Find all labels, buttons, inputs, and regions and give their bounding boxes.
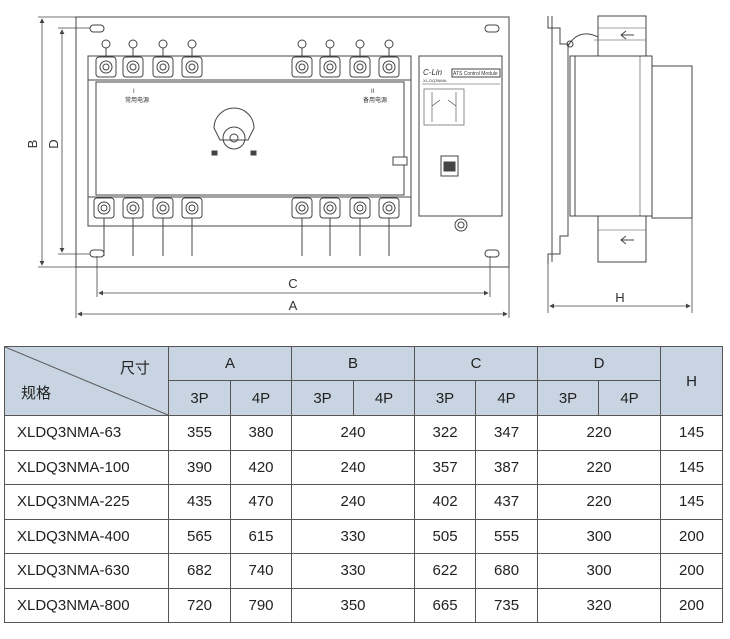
cell-b: 350	[291, 587, 416, 623]
source2-roman: II	[371, 89, 375, 95]
cell-b: 240	[291, 415, 416, 451]
cell-h: 200	[660, 518, 724, 554]
dimension-lines-front	[38, 16, 510, 318]
table-row: XLDQ3NMA-630 682 740 330 622 680 300 200	[4, 553, 724, 589]
subheader-a-4p: 4P	[229, 380, 293, 416]
module-model: XL-DQ3NMA	[423, 78, 447, 83]
dim-label-d: D	[46, 139, 61, 148]
mounting-holes	[89, 24, 500, 258]
side-arrows	[620, 30, 634, 245]
rating-plate	[392, 156, 408, 166]
cell-a-4p: 790	[229, 587, 293, 623]
header-size: 尺寸	[119, 360, 150, 377]
dim-label-a: A	[289, 298, 298, 313]
cell-h: 145	[660, 449, 724, 485]
cell-model: XLDQ3NMA-100	[4, 449, 169, 485]
subheader-c-4p: 4P	[475, 380, 539, 416]
cell-b: 240	[291, 449, 416, 485]
cell-d: 220	[537, 449, 662, 485]
cell-c-4p: 437	[475, 484, 539, 520]
header-group-a: A	[167, 346, 293, 381]
subheader-b-3p: 3P	[291, 380, 355, 416]
cell-d: 300	[537, 553, 662, 589]
subheader-d-3p: 3P	[537, 380, 600, 416]
cell-c-4p: 680	[475, 553, 539, 589]
cell-h: 145	[660, 484, 724, 520]
header-group-d: D	[537, 346, 662, 381]
cell-a-4p: 615	[229, 518, 293, 554]
cell-d: 220	[537, 484, 662, 520]
header-group-h: H	[660, 346, 724, 416]
dim-label-b: B	[25, 140, 40, 149]
cell-a-3p: 720	[168, 587, 231, 623]
cell-d: 300	[537, 518, 662, 554]
cell-model: XLDQ3NMA-63	[4, 415, 169, 451]
cell-a-4p: 380	[229, 415, 293, 451]
subheader-c-3p: 3P	[414, 380, 477, 416]
cell-model: XLDQ3NMA-225	[4, 484, 169, 520]
cell-model: XLDQ3NMA-630	[4, 553, 169, 589]
ats-control-module	[418, 55, 503, 232]
cell-c-4p: 347	[475, 415, 539, 451]
cell-d: 220	[537, 415, 662, 451]
cell-a-4p: 740	[229, 553, 293, 589]
dimension-lines-side	[547, 218, 693, 313]
cell-c-3p: 622	[414, 553, 477, 589]
technical-drawing: I 常用电源 II 备用电源 C-Lin ATS Control Module …	[25, 15, 693, 318]
cell-b: 240	[291, 484, 416, 520]
dim-label-c: C	[288, 276, 297, 291]
cell-c-3p: 665	[414, 587, 477, 623]
cell-c-4p: 735	[475, 587, 539, 623]
cell-a-4p: 470	[229, 484, 293, 520]
bottom-cables	[103, 218, 390, 256]
dim-label-h: H	[615, 290, 624, 305]
cell-h: 200	[660, 553, 724, 589]
cell-model: XLDQ3NMA-400	[4, 518, 169, 554]
subheader-b-4p: 4P	[353, 380, 416, 416]
dimension-table: 尺寸 规格 A B C D H 3P 4P 3P 4P 3P 4P 3P 4P …	[4, 346, 724, 623]
cell-c-3p: 402	[414, 484, 477, 520]
cell-a-4p: 420	[229, 449, 293, 485]
table-row: XLDQ3NMA-225 435 470 240 402 437 220 145	[4, 484, 724, 520]
table-row: XLDQ3NMA-400 565 615 330 505 555 300 200	[4, 518, 724, 554]
table-row: XLDQ3NMA-100 390 420 240 357 387 220 145	[4, 449, 724, 485]
cell-c-3p: 322	[414, 415, 477, 451]
side-view	[547, 15, 693, 264]
table-row: XLDQ3NMA-63 355 380 240 322 347 220 145	[4, 415, 724, 451]
source2-label: 备用电源	[363, 96, 387, 104]
cell-b: 330	[291, 518, 416, 554]
header-group-b: B	[291, 346, 416, 381]
header-corner: 尺寸 规格	[4, 346, 169, 416]
module-brand: C-Lin	[423, 68, 443, 77]
header-model: 规格	[21, 385, 52, 402]
source1-label: 常用电源	[125, 96, 149, 104]
source1-roman: I	[133, 89, 135, 95]
cell-h: 145	[660, 415, 724, 451]
subheader-a-3p: 3P	[168, 380, 231, 416]
cell-c-4p: 387	[475, 449, 539, 485]
cell-model: XLDQ3NMA-800	[4, 587, 169, 623]
top-screws	[101, 39, 394, 57]
module-title: ATS Control Module	[453, 71, 498, 77]
cell-a-3p: 682	[168, 553, 231, 589]
cell-h: 200	[660, 587, 724, 623]
cell-a-3p: 565	[168, 518, 231, 554]
table-row: XLDQ3NMA-800 720 790 350 665 735 320 200	[4, 587, 724, 623]
subheader-d-4p: 4P	[598, 380, 662, 416]
selector-handle	[211, 107, 257, 156]
cell-d: 320	[537, 587, 662, 623]
cell-c-3p: 505	[414, 518, 477, 554]
cell-a-3p: 390	[168, 449, 231, 485]
cell-a-3p: 435	[168, 484, 231, 520]
cell-c-4p: 555	[475, 518, 539, 554]
cell-c-3p: 357	[414, 449, 477, 485]
cell-a-3p: 355	[168, 415, 231, 451]
cell-b: 330	[291, 553, 416, 589]
bottom-terminals	[93, 197, 400, 219]
header-group-c: C	[414, 346, 539, 381]
